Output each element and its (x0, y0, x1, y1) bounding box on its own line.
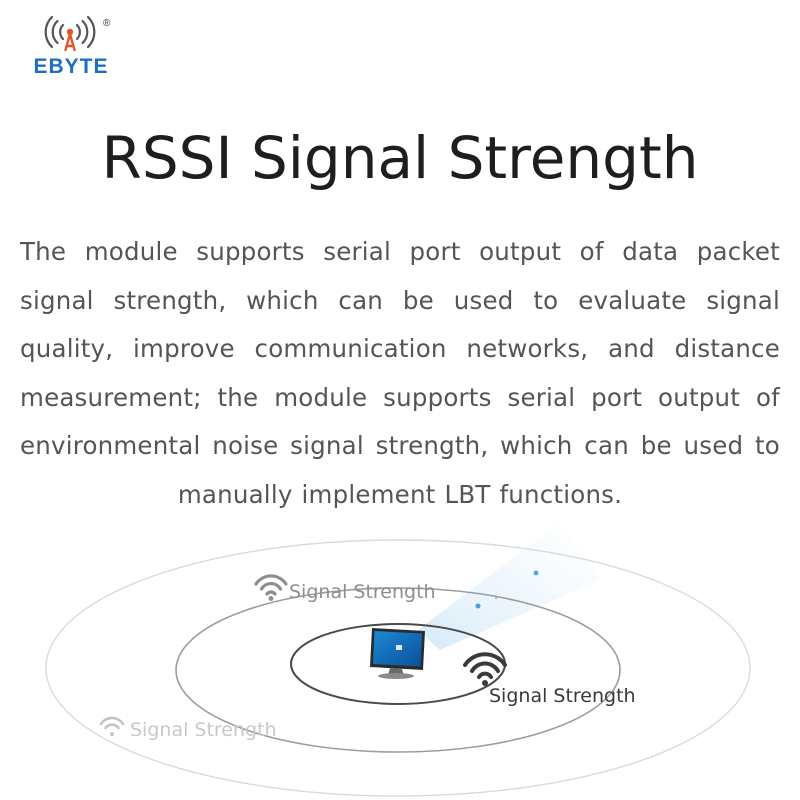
beam-dot (533, 570, 539, 576)
wifi-icon-inner (463, 652, 507, 686)
page-title: RSSI Signal Strength (101, 124, 699, 192)
signal-strength-label-inner: Signal Strength (489, 685, 636, 707)
beam-dot (494, 596, 498, 600)
brand-name: EBYTE (33, 55, 109, 78)
signal-diagram: Signal Strength Signal Strength Signal S… (0, 510, 800, 800)
signal-strength-label-outer: Signal Strength (130, 719, 277, 741)
beam-dot (475, 603, 481, 609)
wifi-icon-outer (99, 716, 125, 736)
outer-range-ring (45, 539, 751, 797)
registered-mark: ® (103, 18, 111, 29)
antenna-icon (44, 15, 96, 52)
ebyte-logo: ® EBYTE (10, 10, 130, 78)
monitor-icon (370, 628, 425, 679)
signal-strength-label-middle: Signal Strength (289, 581, 436, 603)
description-paragraph: The module supports serial port output o… (20, 237, 780, 509)
middle-range-ring (175, 587, 621, 753)
wifi-icon-middle (254, 574, 288, 601)
